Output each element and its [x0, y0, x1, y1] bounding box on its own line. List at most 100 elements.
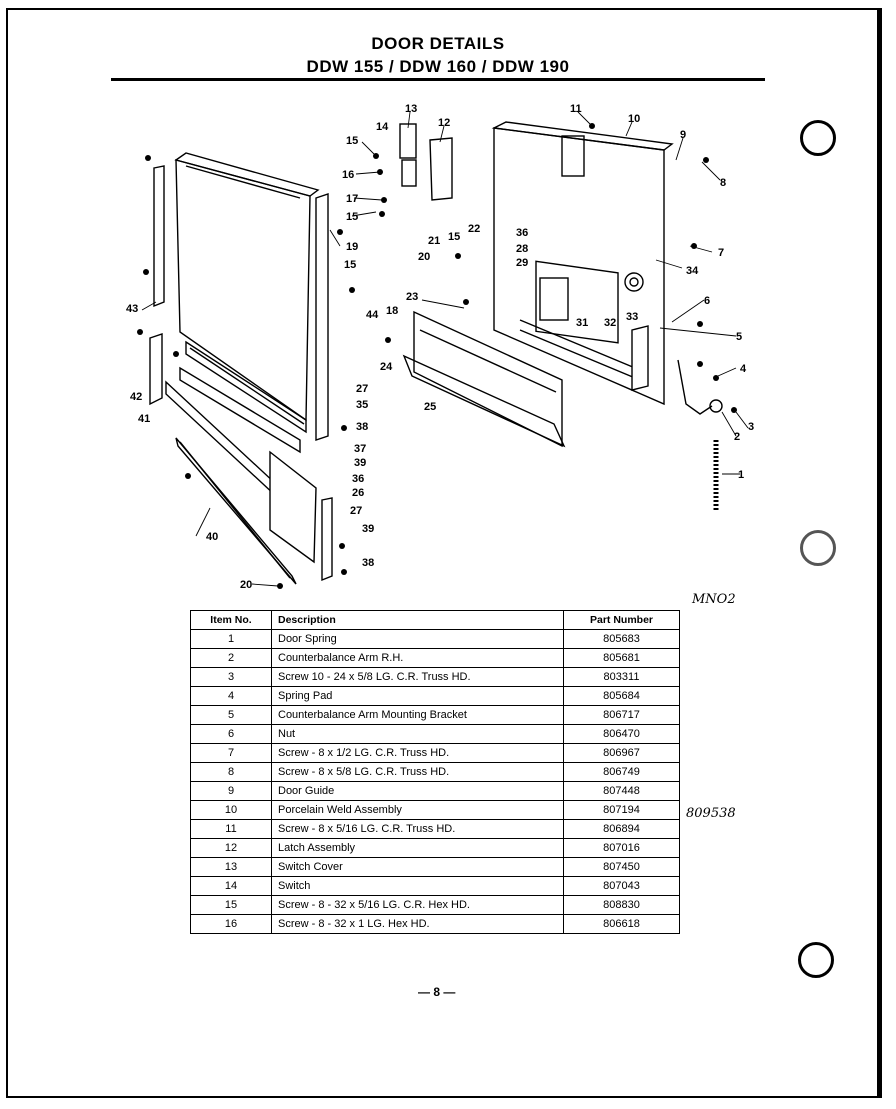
item-no-cell: 11 [190, 819, 272, 839]
description-cell: Screw - 8 x 1/2 LG. C.R. Truss HD. [271, 743, 564, 763]
bottom-channel [185, 340, 307, 434]
callout-label: 2 [734, 431, 740, 443]
item-no-cell: 1 [190, 629, 272, 649]
part-number-cell: 805684 [563, 686, 680, 706]
page-title: DOOR DETAILS [371, 34, 505, 53]
callout-label: 27 [350, 505, 362, 517]
item-no-cell: 14 [190, 876, 272, 896]
part-number-cell: 803311 [563, 667, 680, 687]
callout-label: 19 [346, 241, 358, 253]
header-item-no: Item No. [190, 610, 272, 630]
callout-label: 25 [424, 401, 436, 413]
item-no-cell: 7 [190, 743, 272, 763]
item-no-cell: 4 [190, 686, 272, 706]
trim-strip-41 [149, 333, 163, 406]
part-number-cell: 805681 [563, 648, 680, 668]
binder-hole-top [800, 120, 836, 156]
description-cell: Screw - 8 - 32 x 5/16 LG. C.R. Hex HD. [271, 895, 564, 915]
callout-label: 32 [604, 317, 616, 329]
callout-label: 14 [376, 121, 389, 133]
callout-label: 10 [628, 113, 640, 125]
trim-strip-upper [179, 366, 301, 454]
callout-label: 36 [516, 227, 528, 239]
table-header-row: Item No. Description Part Number [190, 610, 680, 630]
callout-label: 5 [736, 331, 742, 343]
item-no-cell: 16 [190, 914, 272, 934]
callout-label: 36 [352, 473, 364, 485]
callout-label: 16 [342, 169, 354, 181]
page-subtitle: DDW 155 / DDW 160 / DDW 190 [306, 57, 570, 76]
page-number: — 8 — [418, 985, 456, 999]
part-number-cell: 806618 [563, 914, 680, 934]
callout-label: 37 [354, 443, 366, 455]
callout-label: 22 [468, 223, 480, 235]
item-no-cell: 13 [190, 857, 272, 877]
callout-label: 21 [428, 235, 440, 247]
callout-label: 8 [720, 177, 726, 189]
item-no-cell: 6 [190, 724, 272, 744]
binder-hole-bottom [798, 942, 834, 978]
part-number-cell: 805683 [563, 629, 680, 649]
callout-label: 38 [356, 421, 368, 433]
exploded-door-diagram: 1312111098141516171519362215212028297341… [126, 103, 754, 591]
lower-side-trim [321, 497, 333, 582]
title-rule [111, 78, 765, 81]
description-cell: Switch Cover [271, 857, 564, 877]
counterbalance-bracket [631, 325, 649, 391]
callout-label: 3 [748, 421, 754, 433]
part-number-cell: 807448 [563, 781, 680, 801]
callout-label: 11 [570, 103, 582, 115]
description-cell: Screw - 8 x 5/16 LG. C.R. Truss HD. [271, 819, 564, 839]
page-border [6, 8, 882, 1098]
side-trim-right [315, 193, 329, 441]
header-part-number: Part Number [563, 610, 680, 630]
part-number-cell: 807450 [563, 857, 680, 877]
description-cell: Counterbalance Arm Mounting Bracket [271, 705, 564, 725]
callout-label: 4 [740, 363, 747, 375]
callout-label: 41 [138, 413, 150, 425]
latch-assembly [429, 137, 453, 201]
callout-label: 44 [366, 309, 379, 321]
description-cell: Door Guide [271, 781, 564, 801]
callout-label: 15 [448, 231, 460, 243]
description-cell: Porcelain Weld Assembly [271, 800, 564, 820]
switch [401, 159, 417, 187]
switch-cover [399, 123, 417, 159]
side-rail-left [153, 165, 165, 308]
item-no-cell: 12 [190, 838, 272, 858]
description-cell: Door Spring [271, 629, 564, 649]
callout-label: 20 [240, 579, 252, 591]
trim-strip-middle [165, 380, 277, 498]
callout-label: 24 [380, 361, 393, 373]
callout-label: 6 [704, 295, 710, 307]
header-description: Description [271, 610, 564, 630]
item-no-cell: 10 [190, 800, 272, 820]
description-cell: Screw 10 - 24 x 5/8 LG. C.R. Truss HD. [271, 667, 564, 687]
callout-label: 23 [406, 291, 418, 303]
callout-label: 17 [346, 193, 358, 205]
callout-label: 1 [738, 469, 744, 481]
item-no-cell: 3 [190, 667, 272, 687]
description-cell: Nut [271, 724, 564, 744]
callout-label: 15 [346, 211, 358, 223]
item-no-cell: 9 [190, 781, 272, 801]
callout-label: 28 [516, 243, 528, 255]
callout-label: 12 [438, 117, 450, 129]
item-no-cell: 2 [190, 648, 272, 668]
callout-label: 13 [405, 103, 417, 115]
part-number-cell: 806967 [563, 743, 680, 763]
